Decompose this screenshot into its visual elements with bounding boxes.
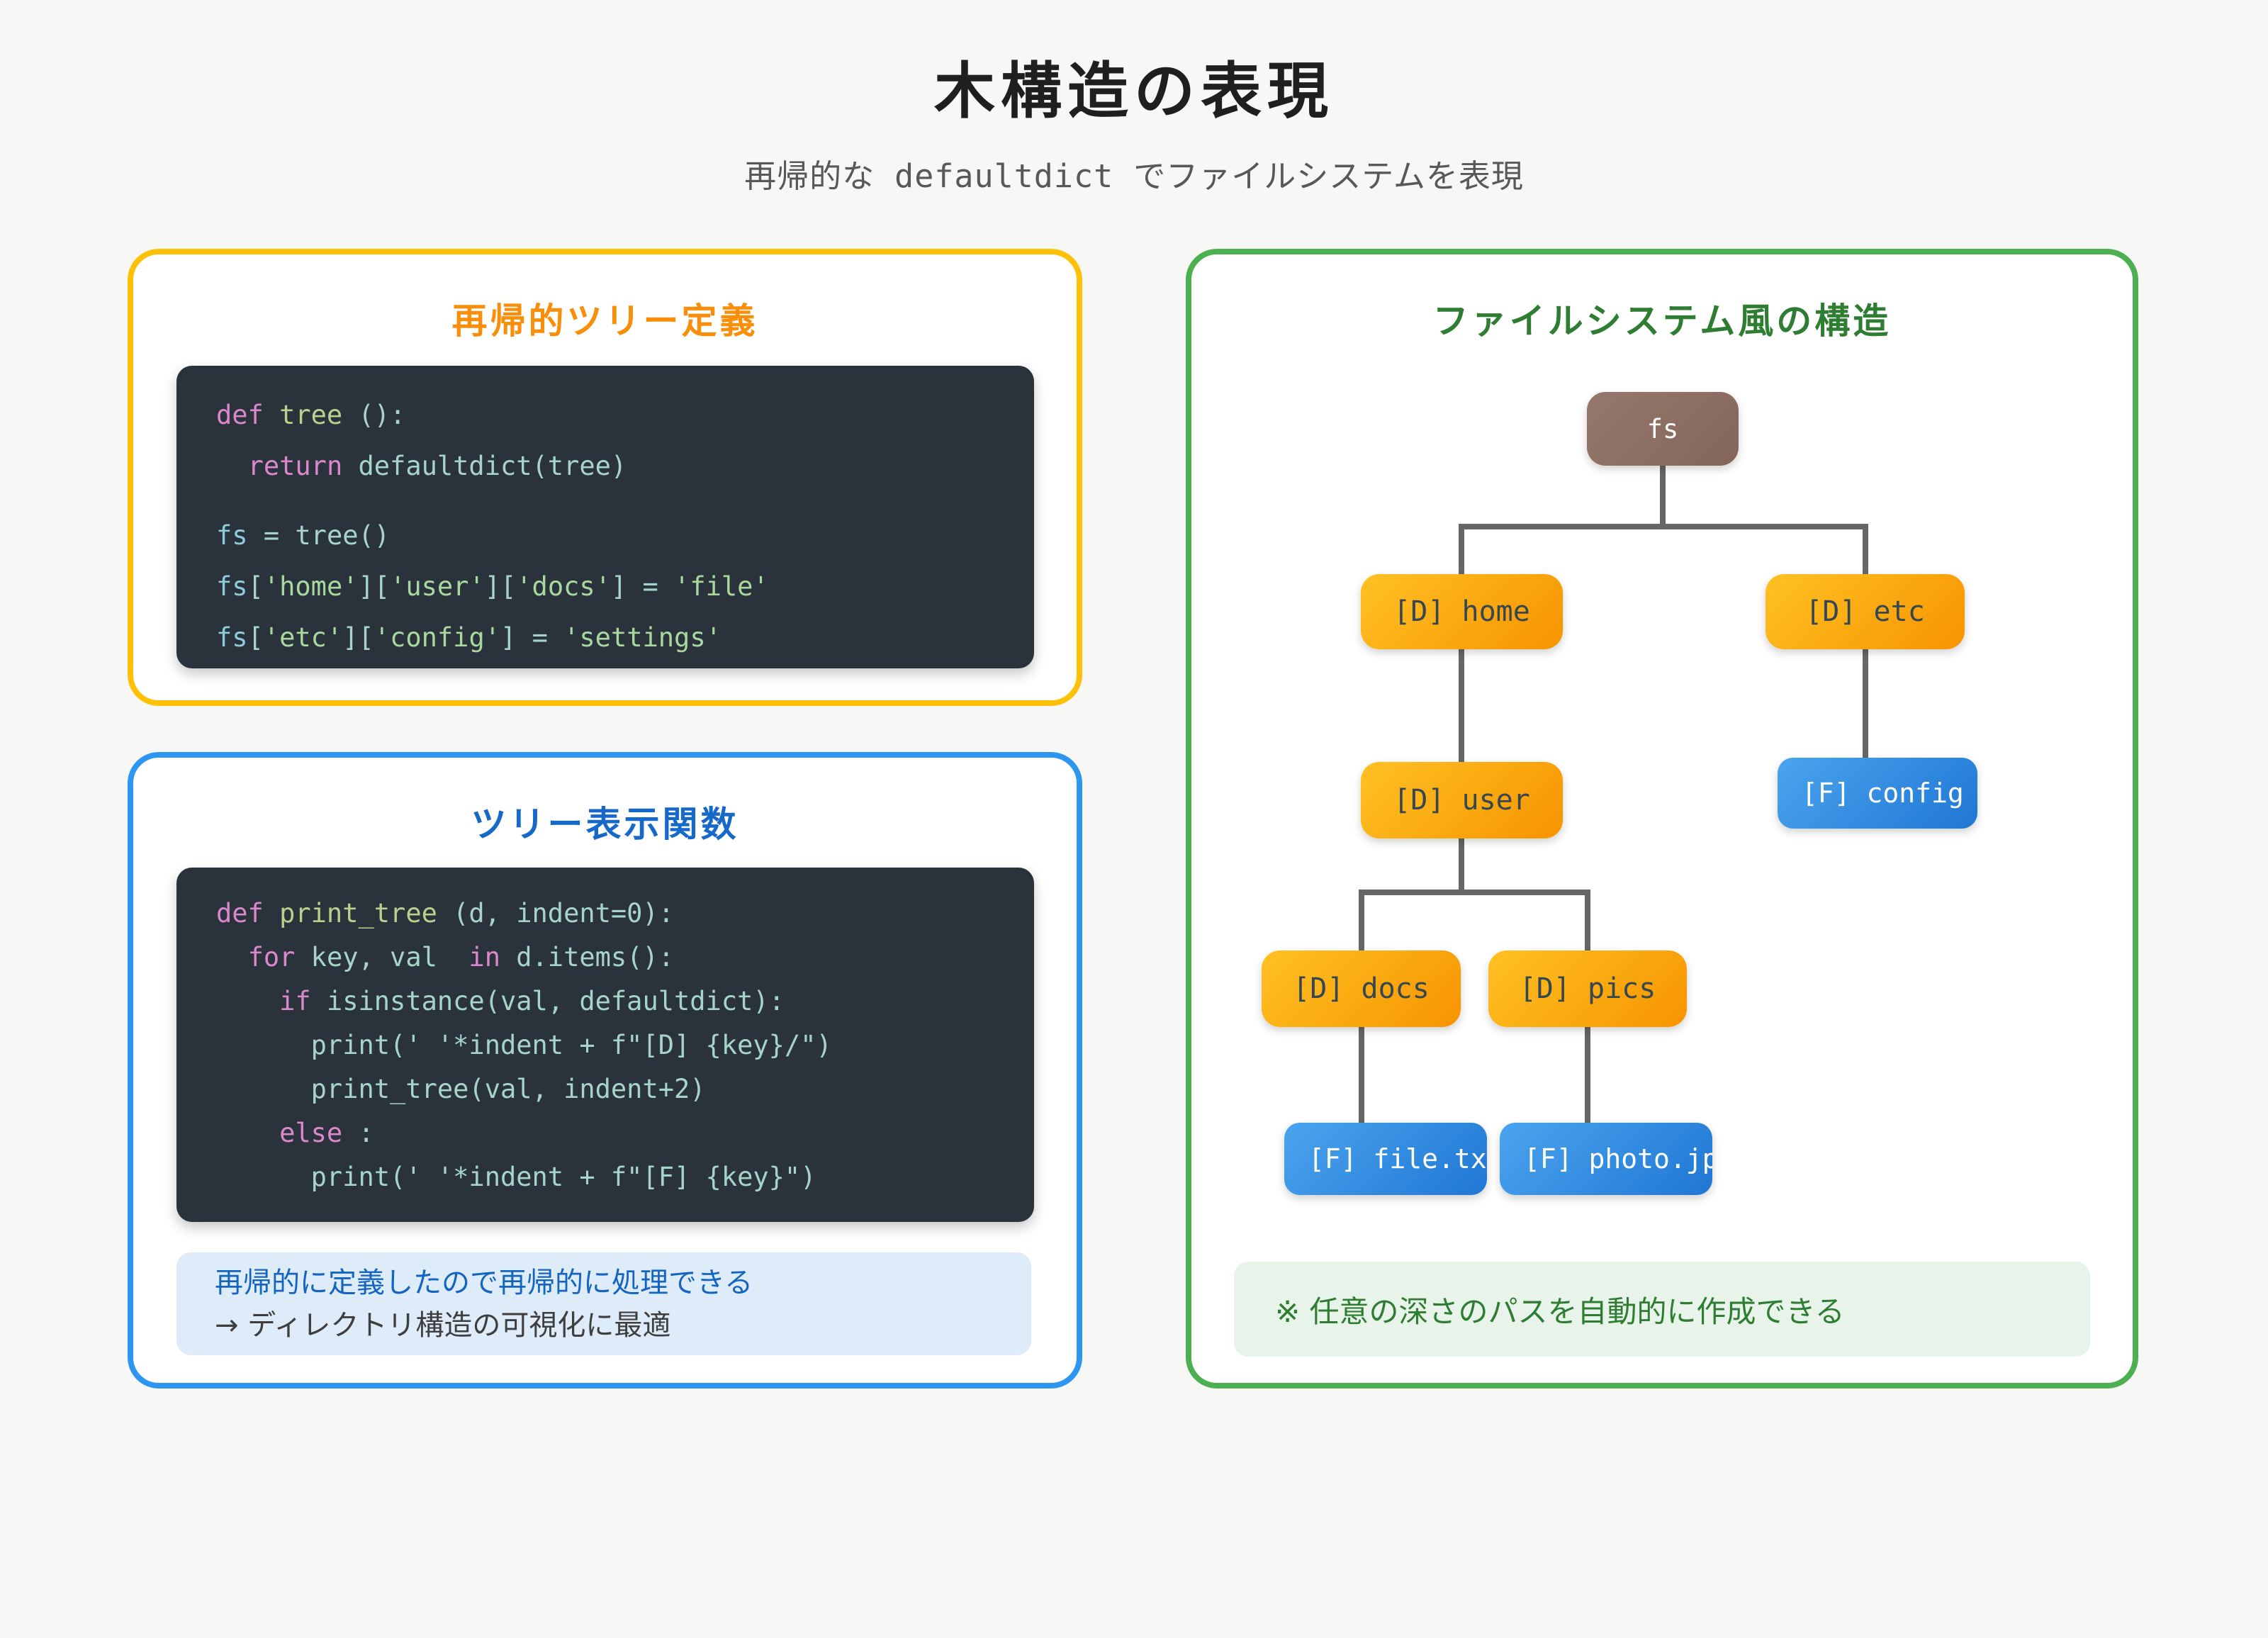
note-recursion: 再帰的に定義したので再帰的に処理できる → ディレクトリ構造の可視化に最適	[176, 1252, 1031, 1355]
tree-node-photo-jpg: [F] photo.jpg	[1500, 1123, 1712, 1195]
tree-node-home: [D] home	[1361, 574, 1563, 649]
code-line: for key, val in d.items():	[247, 942, 675, 972]
tree-node-docs: [D] docs	[1262, 950, 1461, 1027]
tree-connector	[1660, 466, 1666, 529]
note-auto-path: ※ 任意の深さのパスを自動的に作成できる	[1234, 1262, 2090, 1357]
code-line: def print_tree (d, indent=0):	[216, 898, 675, 929]
code-line: fs['etc']['config'] = 'settings'	[216, 622, 722, 653]
code-line: def tree ():	[216, 400, 406, 430]
tree-connector	[1459, 524, 1868, 529]
tree-connector	[1585, 890, 1590, 950]
code-line: fs = tree()	[216, 520, 391, 551]
tree-connector	[1359, 1027, 1364, 1123]
note-recursion-line2: → ディレクトリ構造の可視化に最適	[215, 1308, 671, 1342]
panel-tree-definition-title: 再帰的ツリー定義	[451, 301, 758, 342]
code-line: print(' '*indent + f"[F] {key}")	[216, 1162, 816, 1192]
panel-print-function-title: ツリー表示関数	[471, 804, 739, 845]
tree-connector	[1585, 1027, 1590, 1123]
note-recursion-line1: 再帰的に定義したので再帰的に処理できる	[215, 1266, 753, 1299]
panel-filesystem: ファイルシステム風の構造 fs [D] home [D] etc [D] user [F…	[1186, 249, 2138, 1389]
tree-connector	[1459, 649, 1464, 762]
code-line: fs['home']['user']['docs'] = 'file'	[216, 571, 769, 602]
tree-connector	[1459, 524, 1464, 574]
tree-connector	[1863, 649, 1868, 758]
panel-filesystem-title: ファイルシステム風の構造	[1432, 301, 1892, 342]
tree-node-etc: [D] etc	[1765, 574, 1965, 649]
tree-node-config: [F] config	[1778, 758, 1977, 829]
tree-node-pics: [D] pics	[1488, 950, 1687, 1027]
tree-connector	[1459, 838, 1464, 895]
code-block-tree-definition: def tree (): return defaultdict(tree) fs …	[176, 366, 1034, 668]
code-line: print(' '*indent + f"[D] {key}/")	[216, 1030, 832, 1060]
tree-node-fs: fs	[1587, 392, 1739, 466]
code-line: return defaultdict(tree)	[247, 451, 627, 481]
tree-connector	[1863, 524, 1868, 574]
tree-connector	[1359, 890, 1590, 895]
tree-node-user: [D] user	[1361, 762, 1563, 838]
code-block-print-function: def print_tree (d, indent=0): for key, v…	[176, 868, 1034, 1222]
code-line: print_tree(val, indent+2)	[216, 1074, 706, 1104]
tree-connector	[1359, 890, 1364, 950]
panel-tree-definition: 再帰的ツリー定義 def tree (): return defaultdict…	[128, 249, 1082, 706]
code-line: if isinstance(val, defaultdict):	[279, 986, 785, 1016]
tree-layer: fs [D] home [D] etc [D] user [F] config [D] d…	[1186, 249, 2138, 1389]
page-subtitle: 再帰的な defaultdict でファイルシステムを表現	[744, 157, 1524, 195]
code-line: else :	[279, 1118, 374, 1148]
panel-print-function: ツリー表示関数 def print_tree (d, indent=0): fo…	[128, 752, 1082, 1389]
page-title: 木構造の表現	[934, 56, 1334, 127]
tree-node-file-txt: [F] file.txt	[1284, 1123, 1487, 1195]
